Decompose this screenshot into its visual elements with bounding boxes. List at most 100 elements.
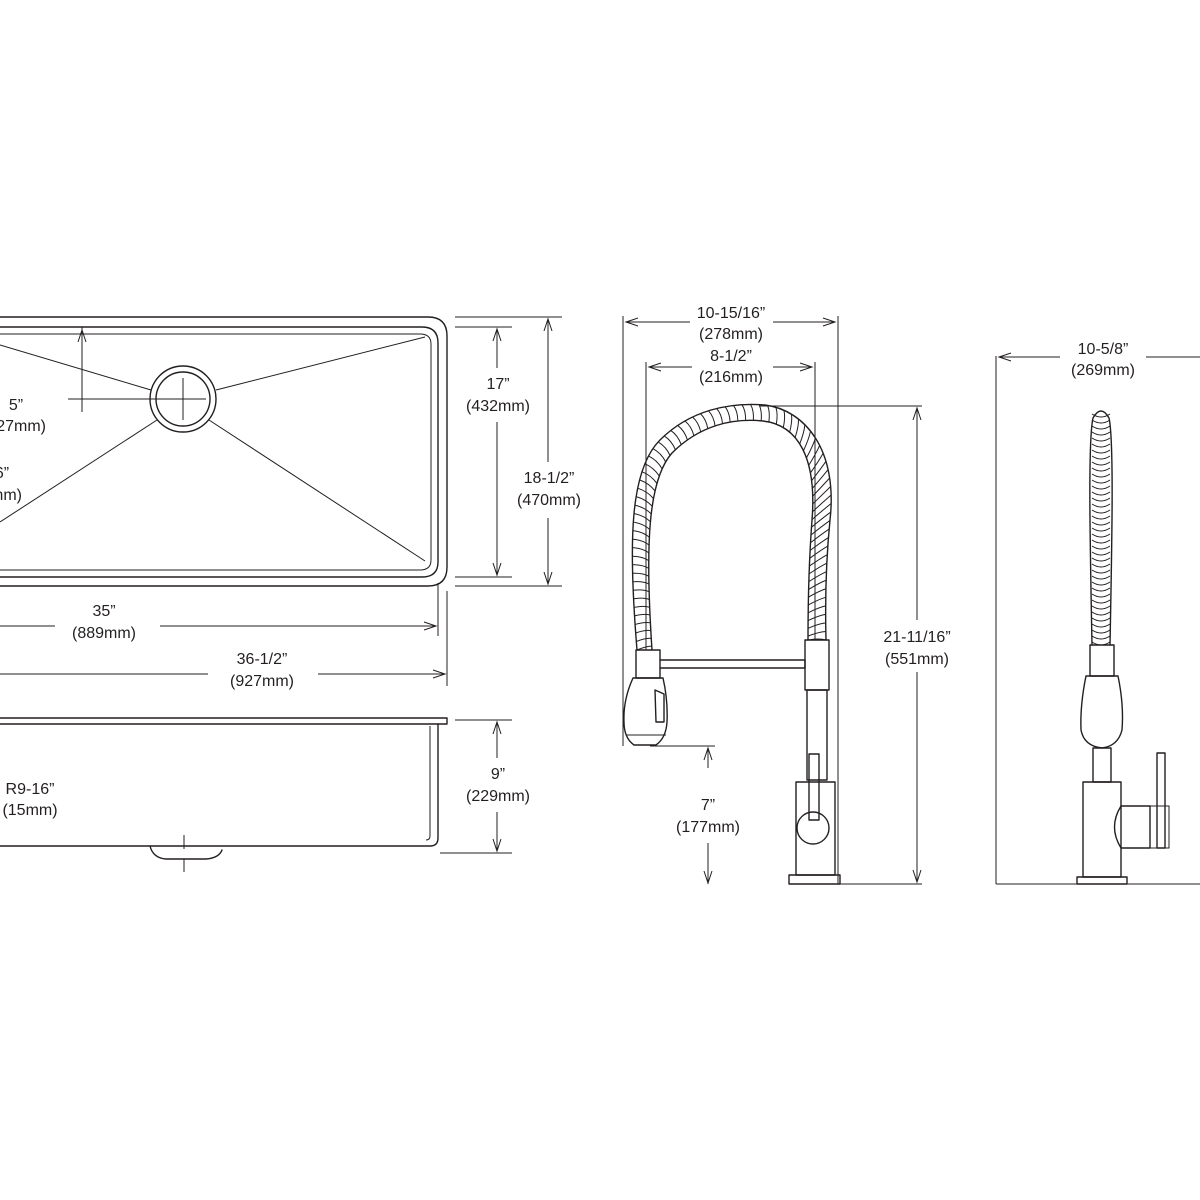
spring-coil [700, 413, 709, 429]
side-spring-coil [1091, 503, 1111, 508]
spring-coil [808, 445, 821, 466]
depth-mm-label: (229mm) [466, 788, 530, 805]
side-spring-coil [1091, 545, 1111, 550]
spring-coil [808, 562, 828, 575]
side-spring-coil [1091, 533, 1111, 538]
side-spring-coil [1091, 509, 1111, 514]
spring-coil [807, 613, 826, 621]
side-spring-coil [1091, 527, 1111, 532]
spring-coil [758, 404, 762, 421]
side-spring-coil [1091, 605, 1111, 610]
side-spring-coils [1091, 413, 1111, 646]
side-handle-hub [1113, 805, 1151, 849]
side-spring-coil [1091, 539, 1111, 544]
basin-slope-line [215, 336, 426, 391]
spring-coil [652, 448, 667, 463]
drain-offset-label: 5” [9, 397, 23, 414]
spring-coil [633, 589, 650, 593]
side-spring-coil [1091, 455, 1111, 460]
side-spring-coil [1091, 479, 1111, 484]
spring-coil [633, 513, 651, 523]
faucet-deck-plate [788, 874, 841, 885]
spring-coil [810, 520, 831, 536]
side-handle-lever [1156, 752, 1166, 849]
side-spring-coil [1091, 587, 1111, 592]
spring-coil [810, 453, 824, 474]
spring-coil [692, 416, 702, 433]
faucet-handle-lever [808, 753, 820, 821]
sprayer-head [623, 677, 668, 746]
spring-coil [636, 637, 652, 642]
spring-coil [805, 437, 816, 459]
spring-coil [632, 555, 649, 562]
spring-coil [635, 629, 651, 634]
side-spring-coil [1091, 521, 1111, 526]
sink-side-body [0, 723, 439, 847]
faucet-handle-hub [796, 811, 830, 845]
spring-coils [632, 404, 832, 651]
side-spring-coil [1091, 497, 1111, 502]
spring-coil [634, 504, 652, 515]
overall-width-mm-label: (278mm) [699, 326, 763, 343]
radius-mm-label: (15mm) [2, 802, 57, 819]
spring-coil [684, 420, 695, 436]
inner-length-label: 35” [92, 603, 115, 620]
faucet-side-view: 10-5/8” (269mm) [995, 341, 1200, 885]
spring-coil [639, 479, 656, 492]
side-column [1092, 747, 1112, 783]
outer-length-label: 36-1/2” [237, 651, 288, 668]
side-spring-coil [1091, 635, 1111, 640]
spring-coil [670, 430, 682, 445]
spring-coil [808, 596, 826, 606]
spring-coil [677, 425, 688, 441]
side-spring-coil [1091, 581, 1111, 586]
side-spring-outer [1089, 410, 1113, 646]
sink-basin-floor [0, 333, 432, 571]
side-depth-label: 10-5/8” [1078, 341, 1129, 358]
spring-coil [724, 406, 731, 423]
spring-coil [812, 494, 832, 513]
side-spring-coil [1091, 569, 1111, 574]
side-spring-coil [1091, 473, 1111, 478]
side-spring-coil [1091, 491, 1111, 496]
spring-coil [644, 463, 660, 477]
spring-coil [632, 547, 650, 554]
sink-side-view: R9-16” (15mm) 9” (229mm) [0, 717, 530, 872]
spring-coil [637, 487, 654, 499]
spring-coil [803, 430, 812, 451]
side-spring-coil [1091, 461, 1111, 466]
side-spring-coil [1091, 413, 1111, 418]
spring-coil [733, 405, 739, 422]
radius-label: R9-16” [6, 781, 55, 798]
spring-coil [632, 572, 650, 577]
spring-coil [810, 528, 830, 544]
overall-height-label: 21-11/16” [883, 629, 950, 646]
spout-width-mm-label: (216mm) [699, 369, 763, 386]
spring-coil [811, 503, 832, 520]
spring-coil [741, 404, 747, 421]
side-spring-coil [1091, 551, 1111, 556]
spring-coil [811, 469, 829, 489]
inner-width-label: 17” [486, 376, 509, 393]
side-spring-coil [1091, 593, 1111, 598]
side-spring-coil [1091, 611, 1111, 616]
side-spring-coil [1091, 485, 1111, 490]
spring-coil [794, 419, 799, 438]
spring-coil [632, 564, 649, 569]
spring-coil [648, 455, 663, 470]
drain-offset-mm-label: (127mm) [0, 418, 46, 435]
side-spring-coil [1091, 623, 1111, 628]
spring-coil [808, 579, 827, 590]
spring-coil [812, 477, 831, 497]
depth-label: 9” [491, 766, 505, 783]
spring-coil [641, 471, 658, 484]
side-spring-coil [1091, 575, 1111, 580]
side-spring-coil [1091, 557, 1111, 562]
side-spring-coil [1091, 617, 1111, 622]
spring-hose-outer [631, 403, 832, 651]
sprayer-collar [635, 649, 661, 679]
side-sprayer-head [1080, 675, 1124, 749]
basin-slope-line [208, 419, 426, 562]
spring-coil [663, 435, 676, 450]
side-spring-coil [1091, 431, 1111, 436]
